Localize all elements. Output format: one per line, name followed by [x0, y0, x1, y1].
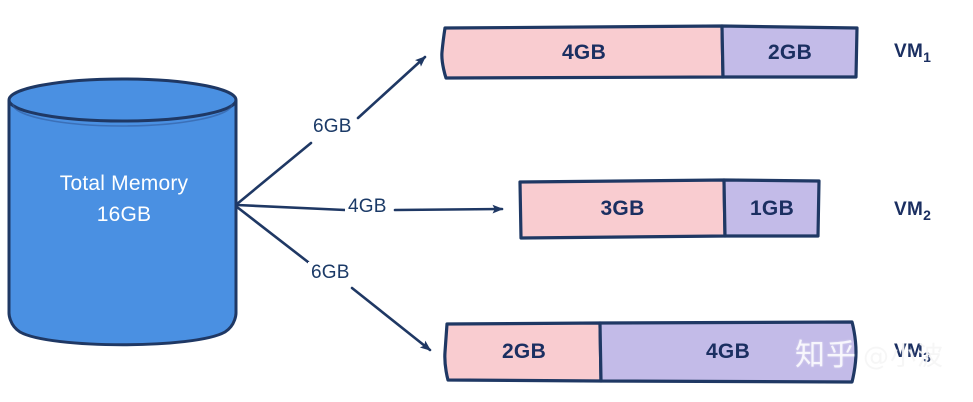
flow-arrow-vm1-a: [235, 141, 313, 206]
flow-label-vm3: 6GB: [308, 262, 353, 284]
vm2-segment-2-rect: [722, 178, 821, 238]
vm1-segment-2-rect: [720, 24, 859, 79]
vm2-segment-2-label: 1GB: [749, 197, 795, 220]
vm3-name-label: VM3: [894, 341, 931, 365]
vm2-segment-1-label: 3GB: [600, 197, 645, 220]
vm3-segment-2-label: 4GB: [705, 340, 751, 363]
total-memory-capacity: 16GB: [96, 203, 152, 226]
flow-arrow-vm2-b: [393, 204, 504, 214]
vm3-memory-bar: [443, 320, 858, 384]
vm3-segment-1-label: 2GB: [501, 340, 547, 363]
vm1-memory-bar: [440, 24, 859, 80]
vm3-segment-1-rect: [443, 321, 603, 383]
flow-arrows: [235, 55, 504, 352]
total-memory-title: Total Memory: [59, 172, 189, 195]
vm2-name-text: VM: [894, 199, 924, 220]
flow-arrow-vm3-b: [350, 286, 432, 352]
flow-arrow-vm1-b: [356, 55, 427, 120]
vm3-segment-2-rect: [598, 320, 858, 384]
vm2-name-label: VM2: [894, 199, 931, 223]
vm1-segment-1-label: 4GB: [561, 41, 607, 64]
vm3-index-text: 3: [923, 348, 932, 365]
flow-arrow-vm3-a: [235, 205, 310, 264]
vm1-segment-1-rect: [440, 24, 725, 80]
vm1-index-text: 1: [923, 48, 932, 65]
vm3-name-text: VM: [894, 341, 924, 362]
vm2-index-text: 2: [923, 206, 932, 223]
flow-label-vm2: 4GB: [345, 196, 390, 218]
vm2-memory-bar: [518, 178, 821, 240]
flow-label-vm1: 6GB: [310, 116, 355, 138]
vm1-name-label: VM1: [894, 41, 931, 65]
vm1-name-text: VM: [894, 41, 924, 62]
flow-arrow-vm2-a: [235, 203, 347, 212]
total-memory-cylinder: [7, 77, 238, 347]
vm1-segment-2-label: 2GB: [767, 41, 813, 64]
